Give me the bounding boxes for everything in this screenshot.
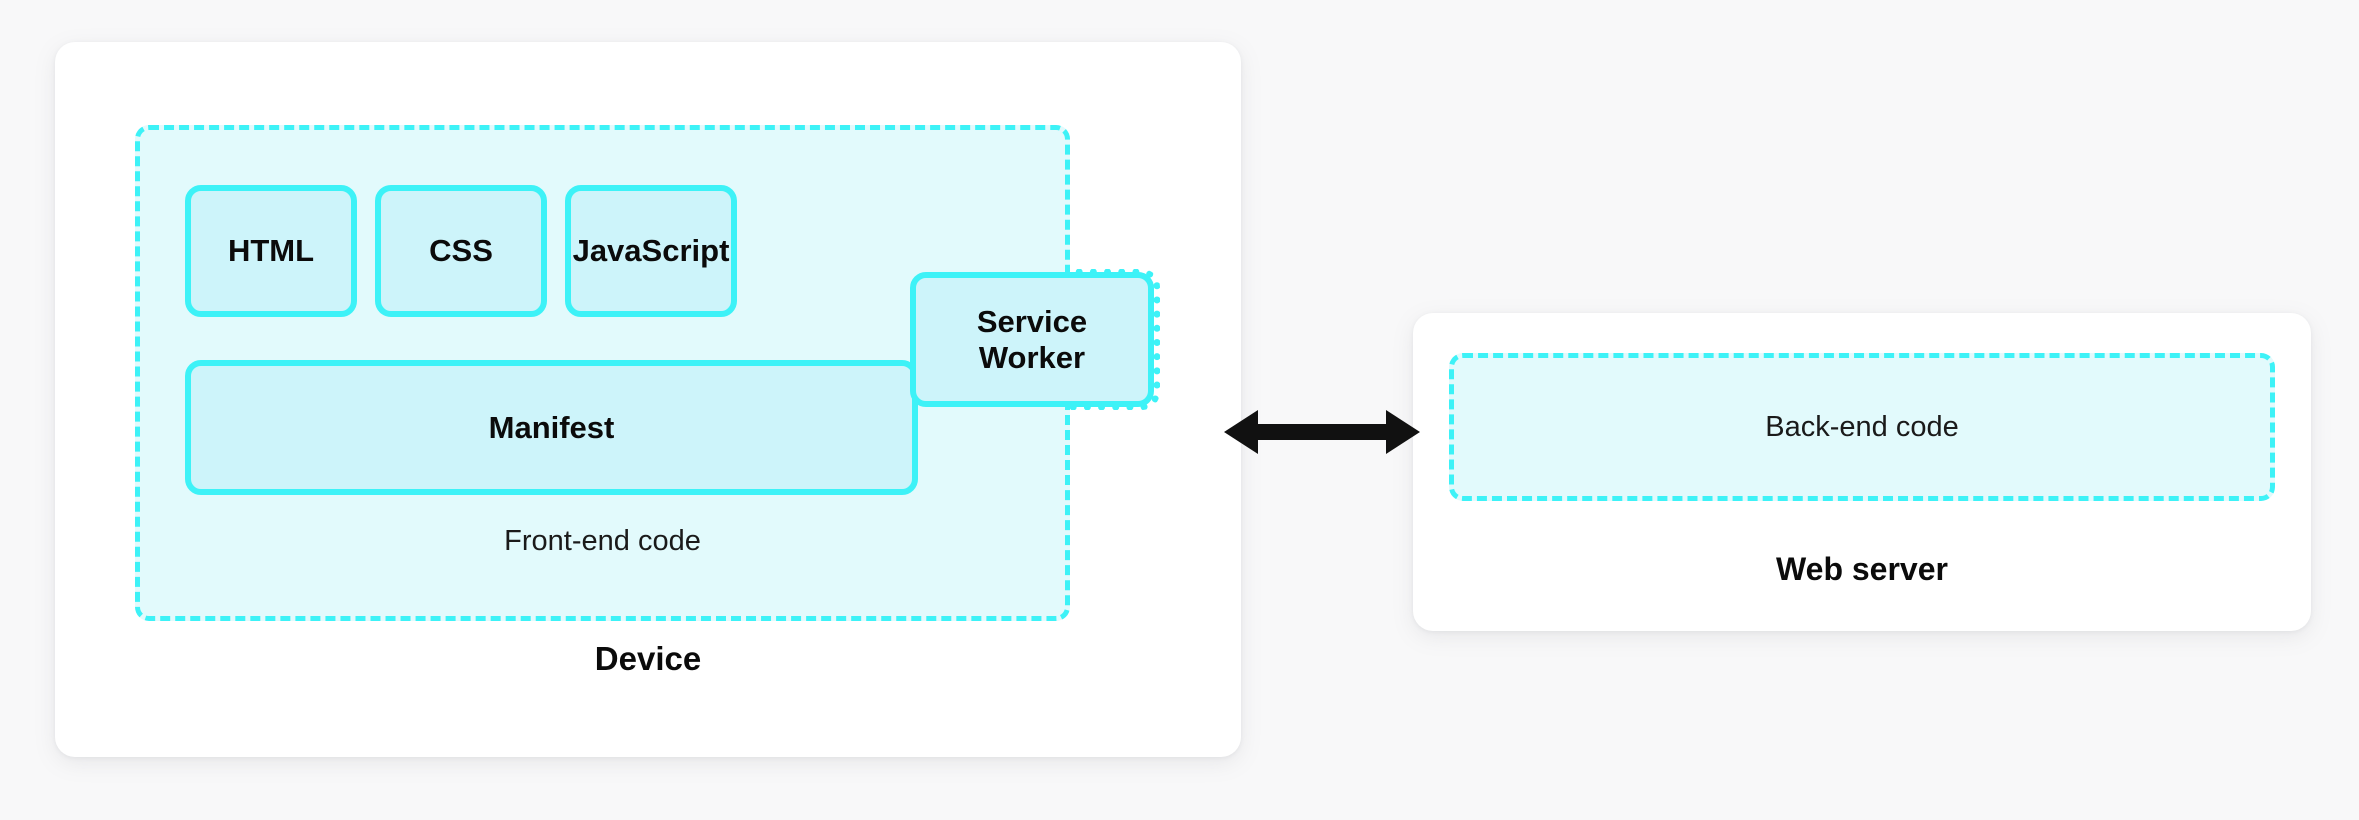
back-end-code-label: Back-end code — [1765, 410, 1959, 443]
device-card: HTML CSS JavaScript Manifest Front-end c… — [55, 42, 1241, 757]
tech-box-service-worker[interactable]: Service Worker — [910, 272, 1154, 407]
service-worker-label-line1: Service — [976, 303, 1088, 339]
tech-box-html[interactable]: HTML — [185, 185, 357, 317]
device-label: Device — [594, 640, 702, 677]
bidirectional-arrow-icon — [1224, 410, 1420, 454]
tech-box-manifest[interactable]: Manifest — [185, 360, 918, 495]
web-server-label: Web server — [1776, 551, 1948, 587]
front-end-code-label: Front-end code — [504, 525, 701, 557]
web-server-card: Back-end code Web server — [1413, 313, 2311, 631]
service-worker-label-line2: Worker — [978, 339, 1086, 375]
service-worker-label: Service Worker — [977, 304, 1087, 376]
tech-box-javascript[interactable]: JavaScript — [565, 185, 737, 317]
tech-box-css[interactable]: CSS — [375, 185, 547, 317]
back-end-code-group: Back-end code — [1449, 353, 2275, 501]
